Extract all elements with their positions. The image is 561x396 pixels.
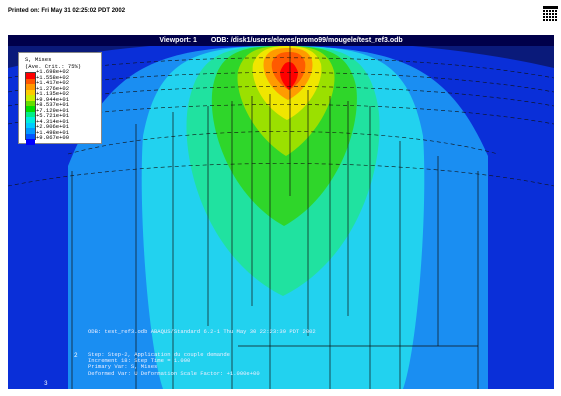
increment-line: Increment 18: Step Time = 1.000 — [88, 357, 191, 365]
legend-title: S, Mises — [25, 56, 52, 63]
deformed-var-line: Deformed Var: U Deformation Scale Factor… — [88, 369, 260, 377]
legend-swatch — [26, 128, 35, 134]
odb-path-label: ODB: /disk1/users/eleves/promo99/mougele… — [210, 37, 403, 44]
legend-values: +1.698e+02+1.558e+02+1.417e+02+1.276e+02… — [36, 69, 69, 141]
legend-subtitle: (Ave. Crit.: 75%) — [25, 63, 82, 70]
legend-swatch — [26, 73, 35, 79]
legend-value: +1.417e+02 — [36, 79, 70, 86]
mesh-arcs — [8, 57, 554, 187]
legend-swatch — [26, 89, 35, 95]
legend-swatch — [26, 78, 35, 84]
legend-swatch — [26, 106, 35, 112]
legend-swatch — [26, 122, 35, 128]
legend-value: +5.721e+01 — [36, 112, 70, 119]
legend-value: +8.537e+01 — [36, 101, 70, 108]
legend-value: +7.129e+01 — [36, 106, 70, 114]
legend-swatch — [26, 100, 35, 106]
odb-info-line: ODB: test_ref3.odb ABAQUS/Standard 6.2-1… — [88, 328, 316, 335]
legend-swatch — [26, 133, 35, 139]
legend-value: +1.558e+02 — [36, 73, 70, 81]
legend-swatch — [26, 111, 35, 117]
legend-value: +9.067e+00 — [36, 134, 70, 141]
legend-value: +1.135e+02 — [36, 90, 70, 97]
contour-plot-viewport[interactable] — [8, 46, 554, 389]
step-line: Step: Step-2, Application du couple dema… — [88, 351, 230, 358]
legend-swatch — [26, 139, 35, 145]
viewport-title-bar: Viewport: 1 ODB: /disk1/users/eleves/pro… — [8, 35, 554, 46]
step-info-block: Step: Step-2, Application du couple dema… — [88, 351, 260, 377]
legend-color-bar — [25, 72, 36, 145]
contour-band-red — [280, 62, 298, 90]
abaqus-logo — [543, 6, 558, 22]
legend-swatch — [26, 117, 35, 123]
stress-contour-plot — [8, 46, 554, 389]
legend-value: +4.314e+01 — [36, 117, 70, 125]
primary-var-line: Primary Var: S, Mises — [88, 363, 158, 371]
legend-value: +9.944e+01 — [36, 95, 70, 103]
mesh-lines — [71, 46, 479, 389]
legend-value: +1.498e+01 — [36, 128, 70, 136]
axis-label-3: 3 — [44, 380, 48, 387]
legend-value: +1.698e+02 — [36, 68, 70, 75]
legend-value: +2.906e+01 — [36, 123, 70, 130]
printed-on-label: Printed on: Fri May 31 02:25:02 PDT 2002 — [8, 8, 126, 14]
axis-label-2: 2 — [74, 352, 78, 359]
outer-edge — [8, 46, 554, 68]
stress-legend: S, Mises (Ave. Crit.: 75%) +1.698e+02+1.… — [18, 52, 102, 145]
legend-swatch — [26, 95, 35, 101]
legend-swatch — [26, 84, 35, 90]
viewport-label: Viewport: 1 — [159, 37, 197, 44]
legend-value: +1.276e+02 — [36, 84, 70, 92]
